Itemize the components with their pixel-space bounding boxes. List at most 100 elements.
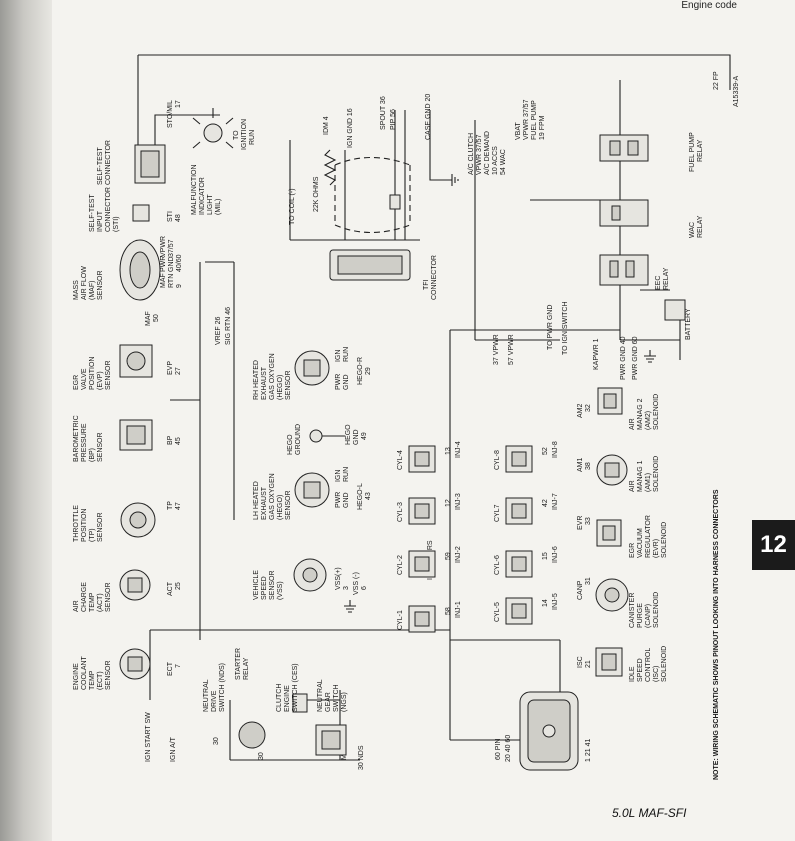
evr-l4: (EVR) <box>653 539 660 558</box>
injector-cyl-3: CYL-3 12 INJ-3 <box>397 493 462 525</box>
isc-l4: (ISC) <box>653 666 660 682</box>
starter-line1: STARTER <box>235 648 242 680</box>
sensor-lh-hego: LH HEATED EXHAUST GAS OXYGEN (HEGO) SENS… <box>253 467 372 520</box>
tp-l4: SENSOR <box>97 512 104 542</box>
bp-connector-inner <box>126 425 146 445</box>
solenoid-isc: ISC 21 IDLE SPEED CONTROL (ISC) SOLENOID <box>577 646 668 682</box>
vss-minus-pin: 6 <box>361 586 368 590</box>
switch-block: IGN START SW IGN A/T 30 30 30 NDS M/T NE… <box>145 648 365 770</box>
hego-gnd-l2: GROUND <box>295 424 302 455</box>
canp-l1: CANISTER <box>629 593 636 628</box>
inj5-label: INJ-5 <box>552 593 559 610</box>
inj1-cyl: CYL-1 <box>397 610 404 630</box>
bp-l2: PRESSURE <box>81 423 88 462</box>
rh-sig-pin: 29 <box>365 367 372 375</box>
pin60-nums-top: 20 40 60 <box>505 735 512 762</box>
hego-ground: HEGO GROUND HEGO GND 49 <box>287 424 368 455</box>
injector-block: INJECTORS CYL-1 58 INJ-1 CYL-2 59 INJ-2 … <box>397 441 559 633</box>
wac-relay <box>599 199 649 227</box>
tp-l1: THROTTLE <box>73 505 80 542</box>
vss-connector-inner <box>302 567 318 583</box>
evp-l2: VALVE <box>81 368 88 390</box>
ac-l1: A/C CLUTCH <box>468 133 475 175</box>
am2-pin-label: AM2 <box>577 404 584 419</box>
isc-l3: CONTROL <box>645 648 652 682</box>
am2-l3: (AM2) <box>645 411 652 430</box>
ac-l2: VPWR 37/57 <box>476 134 483 175</box>
inj8-inner <box>511 451 527 467</box>
sto-label: STO/MIL <box>167 100 174 128</box>
lh-sig: HEGO-L <box>357 483 364 510</box>
ac-l3: A/C DEMAND <box>484 131 491 175</box>
vss-l3: SENSOR <box>269 570 276 600</box>
sensor-act: AIR CHARGE TEMP (ACT) SENSOR ACT 25 <box>73 569 182 612</box>
mil-lamp: MALFUNCTION INDICATOR LIGHT (MIL) TO IGN… <box>191 108 256 215</box>
engine-code-header: Engine code <box>681 0 737 11</box>
lh-ign: IGN <box>335 470 342 482</box>
lh-gnd: GND <box>343 492 350 508</box>
canp-pin-label: CANP <box>577 580 584 600</box>
pin60-title: 60 PIN <box>495 739 502 760</box>
eec-relay <box>599 254 649 286</box>
inj5-pin: 14 <box>542 599 549 607</box>
inj2-label: INJ-2 <box>455 546 462 563</box>
inj2-inner <box>414 556 430 572</box>
maf-pin-maf: MAF <box>160 273 167 288</box>
inj3-pin: 12 <box>445 499 452 507</box>
am2-l4: SOLENOID <box>653 394 660 430</box>
tfi-ohms: 22K OHMS <box>313 176 320 212</box>
bp-pin-label: BP <box>167 435 174 445</box>
tfi-idm: IDM 4 <box>323 116 330 135</box>
figure-id: A15339-A <box>733 76 740 107</box>
stc-inner <box>140 150 160 178</box>
bp-l3: (BP) <box>89 448 96 462</box>
ac-l5: 54 WAC <box>500 149 507 175</box>
maf-pin-vpwr: VPWR <box>160 236 167 257</box>
maf-plus-pin: 50 <box>153 314 160 322</box>
mil-to: TO <box>233 130 240 140</box>
fp22: 22 FP <box>713 71 720 90</box>
inj7-inner <box>511 503 527 519</box>
am2-pin: 32 <box>585 404 592 412</box>
inj6-label: INJ-6 <box>552 546 559 563</box>
hego-gnd-l1: HEGO <box>287 434 294 455</box>
maf-pin-pwr: PWR <box>160 256 167 272</box>
canp-l2: PURGE <box>637 603 644 628</box>
inj8-label: INJ-8 <box>552 441 559 458</box>
sensor-ect: ENGINE COOLANT TEMP (ECT) SENSOR ECT 7 <box>73 648 182 690</box>
hego-gnd-sig: HEGO <box>345 424 352 445</box>
section-tab: 12 <box>752 520 795 570</box>
lh-pwr: PWR <box>335 492 342 508</box>
rh-l1: RH HEATED <box>253 360 260 400</box>
ign-at-label: IGN A/T <box>170 736 177 762</box>
canp-l4: SOLENOID <box>653 592 660 628</box>
sensor-tp: THROTTLE POSITION (TP) SENSOR TP 47 <box>73 501 182 542</box>
rh-run: RUN <box>343 347 350 362</box>
solenoid-am2: AM2 32 AIR MANAG 2 (AM2) SOLENOID <box>577 387 660 430</box>
inj5-cyl: CYL-5 <box>494 602 501 622</box>
ces-line1: CLUTCH <box>276 684 283 712</box>
evp-pin: 27 <box>175 367 182 375</box>
act-l5: SENSOR <box>105 582 112 612</box>
vss-minus: VSS (-) <box>353 572 360 595</box>
vpwr37: 37 VPWR <box>493 334 500 365</box>
sensor-vss: VEHICLE SPEED SENSOR (VSS) VSS(+) 3 VSS … <box>253 558 368 600</box>
maf-pin-rtn: RTN <box>168 274 175 288</box>
sto-pin: 17 <box>175 100 182 108</box>
act-l1: AIR <box>73 600 80 612</box>
ngs-connector-inner <box>321 730 341 750</box>
wac-relay-contact <box>611 205 621 221</box>
mil-l4: (MIL) <box>215 199 222 215</box>
tp-l3: (TP) <box>89 528 96 542</box>
am1-pin: 38 <box>585 462 592 470</box>
battery-symbol <box>664 299 686 321</box>
nds-line1: NEUTRAL <box>203 679 210 712</box>
tfi-to-coil: TO COIL (-) <box>289 188 296 225</box>
page <box>52 0 795 841</box>
pin60-nums-bottom: 1 21 41 <box>585 739 592 762</box>
tfi-l1: TFI <box>423 279 430 290</box>
evp-l1: EGR <box>73 375 80 390</box>
maf-pin-3757: 37/57 <box>168 239 175 257</box>
footer-engine-title: 5.0L MAF-SFI <box>612 806 687 820</box>
